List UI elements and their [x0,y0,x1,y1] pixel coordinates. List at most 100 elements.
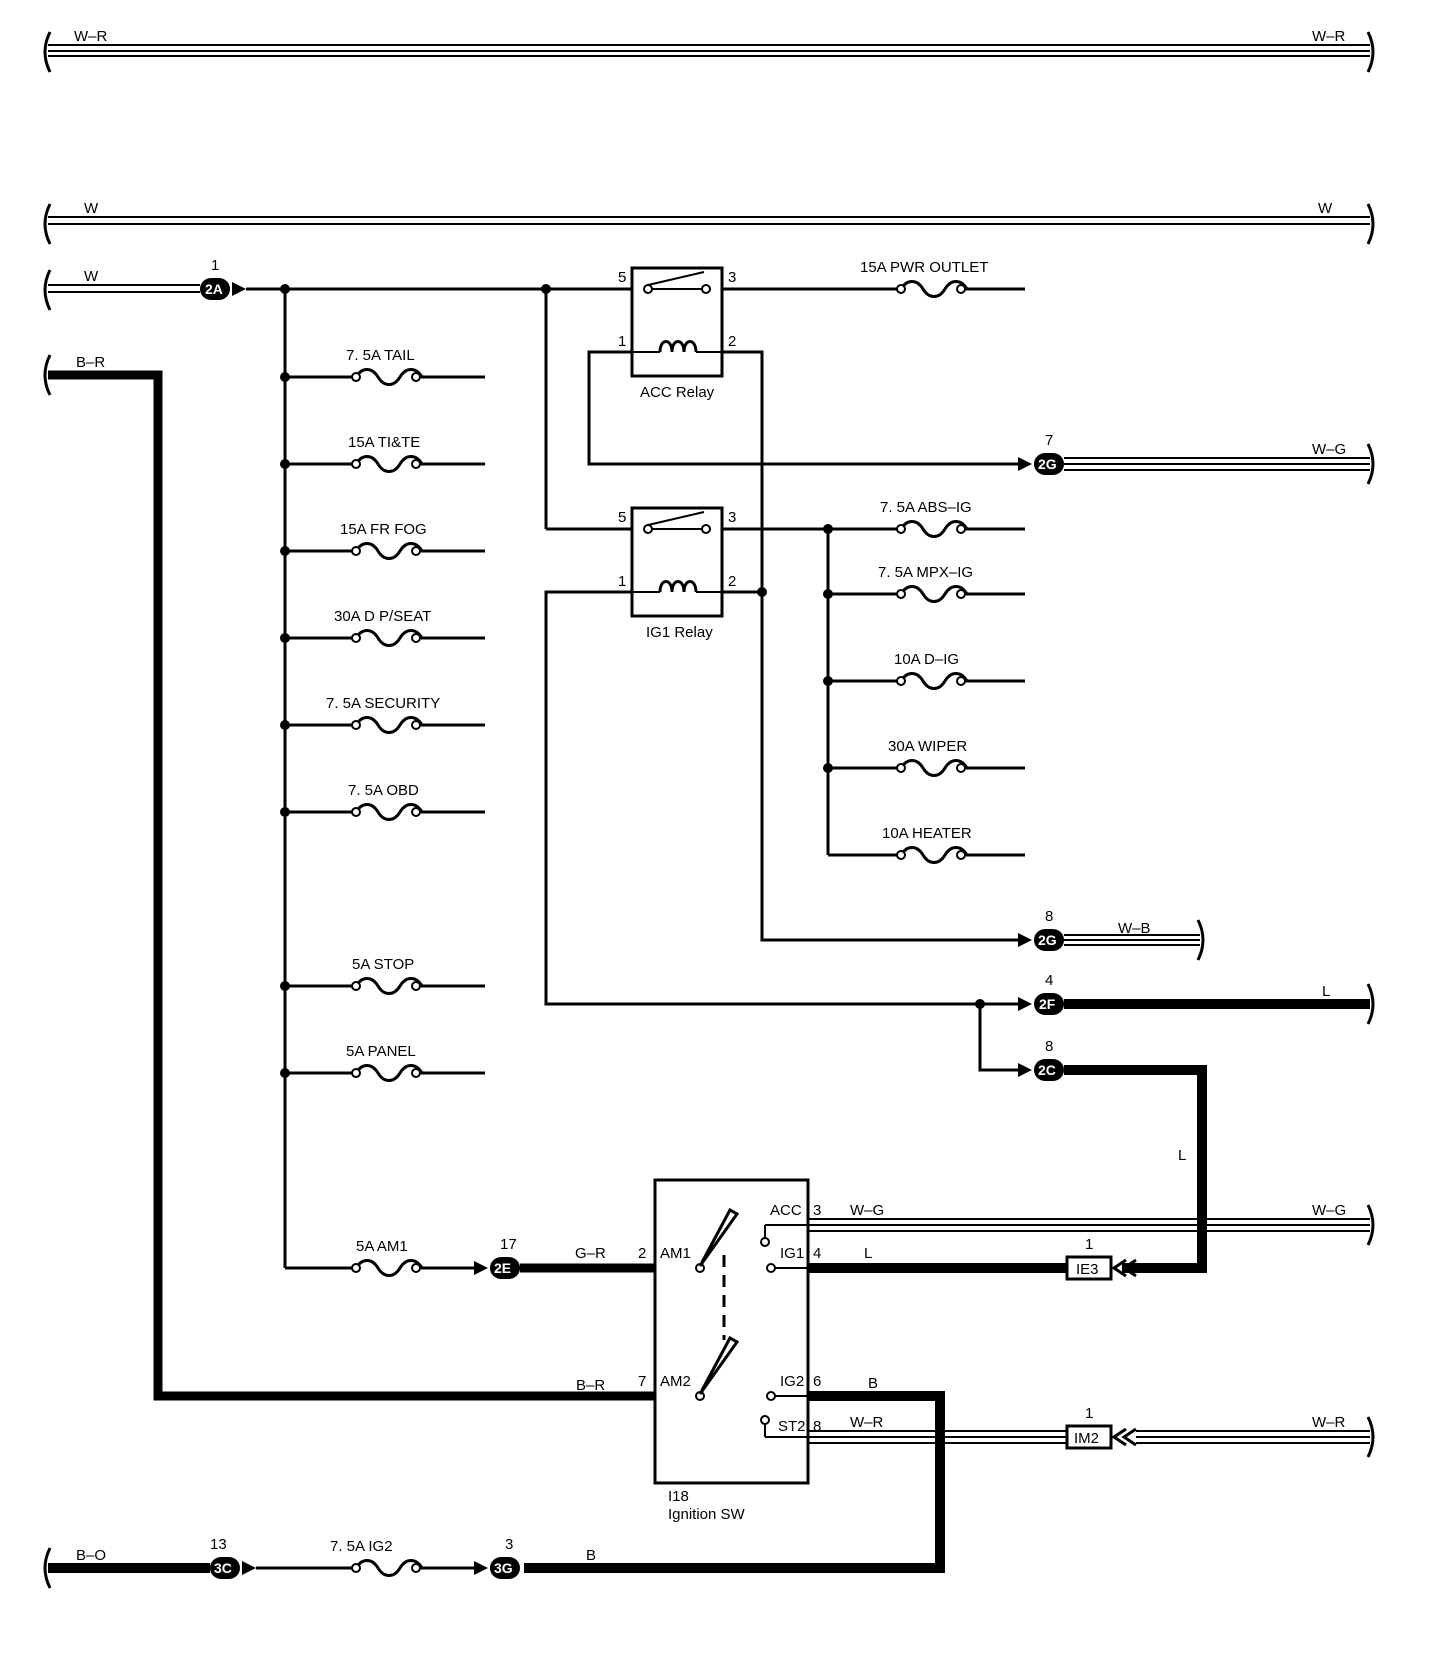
wire-color-label: B–R [76,354,105,371]
ignition-terminal-pin: 2 [638,1245,646,1262]
wire-color-label: W–R [1312,28,1346,45]
wire-color-label: B–R [576,1377,605,1394]
bus-w-main: W W [43,200,1375,245]
connector-pin: 1 [1085,1236,1093,1253]
connector-pin: 1 [1085,1405,1093,1422]
connector-pin: 4 [1045,972,1053,989]
fuse-label: 7. 5A ABS–IG [880,499,972,516]
connector-pin: 13 [210,1536,227,1553]
wire-color-label: B [586,1547,596,1564]
wire-acc-coil-2 [722,350,1020,942]
fuse-abs-ig: 7. 5A ABS–IG [823,499,1025,538]
ignition-terminal-name: ACC [770,1202,802,1219]
ignition-terminal-pin: 8 [813,1418,821,1435]
relay-pin: 5 [618,269,626,286]
ignition-terminal-pin: 3 [813,1202,821,1219]
fuse-label: 30A WIPER [888,738,967,755]
connector-label: 3G [494,1560,513,1576]
ig1-relay: 5 3 1 2 IG1 Relay [618,506,736,641]
ignition-terminal-pin: 4 [813,1245,821,1262]
relay-pin: 1 [618,573,626,590]
connector-label: 3C [214,1560,232,1576]
fuse-obd: 7. 5A OBD [280,782,485,821]
wire-acc-wg: W–G W–G [808,1202,1375,1246]
fuse-ig2: 7. 5A IG2 [256,1538,474,1577]
relay-pin: 3 [728,269,736,286]
wire-w-feed: W [43,268,200,311]
connector-pin: 17 [500,1236,517,1253]
wire-st2-wr: W–R [808,1414,1067,1444]
connector-2G-8: 2G 8 W–B [1018,908,1205,961]
wire-color-label: G–R [575,1245,606,1262]
ignition-terminal-name: AM1 [660,1245,691,1262]
wire-bo: B–O [43,1547,210,1589]
relay-pin: 1 [618,333,626,350]
connector-2G-7: 2G 7 W–G [1018,432,1375,485]
fuse-wiper: 30A WIPER [823,738,1025,777]
fuse-tail: 7. 5A TAIL [280,347,485,386]
fuse-label: 10A HEATER [882,825,972,842]
fuse-label: 7. 5A TAIL [346,347,415,364]
connector-label: IE3 [1076,1261,1099,1278]
wire-color-label: W–G [850,1202,884,1219]
connector-label: 2E [494,1260,511,1276]
fuse-pwr-outlet: 15A PWR OUTLET [722,259,1025,298]
ignition-terminal-name: AM2 [660,1373,691,1390]
fuse-label: 7. 5A IG2 [330,1538,393,1555]
connector-label: 2C [1038,1062,1056,1078]
ignition-terminal-name: ST2 [778,1418,806,1435]
wire-color-label: W–R [74,28,108,45]
fuse-label: 7. 5A OBD [348,782,419,799]
ignition-terminal-pin: 7 [638,1373,646,1390]
relay-pin: 5 [618,509,626,526]
connector-label: 2F [1039,996,1056,1012]
wire-color-label: W–G [1312,441,1346,458]
ignition-ref: I18 [668,1488,689,1505]
fuse-tite: 15A TI&TE [280,434,485,473]
fuse-label: 30A D P/SEAT [334,608,431,625]
ignition-terminal-name: IG2 [780,1373,804,1390]
connector-pin: 3 [505,1536,513,1553]
wire-l-loop [1064,1065,1207,1273]
connector-pin: 8 [1045,1038,1053,1055]
wire-ig2-b [524,1391,945,1573]
connector-pin: 7 [1045,432,1053,449]
wire-acc-coil-1 [587,350,1020,466]
ignition-terminal-name: IG1 [780,1245,804,1262]
connector-2C: 2C 8 [1018,1038,1064,1081]
relay-name: IG1 Relay [646,624,713,641]
ignition-terminal-pin: 6 [813,1373,821,1390]
connector-label: 2A [205,281,223,297]
connector-label: IM2 [1074,1430,1099,1447]
fuse-label: 5A AM1 [356,1238,408,1255]
connector-pin: 1 [211,257,219,274]
wire-color-label: L [1322,983,1330,1000]
junction-dot [757,587,767,597]
fuse-am1: 5A AM1 [285,1238,474,1277]
connector-IM2: IM2 1 W–R [1065,1405,1375,1458]
fuse-dpseat: 30A D P/SEAT [280,608,485,647]
ignition-switch: 2 AM1 7 AM2 ACC 3 IG1 4 IG2 6 ST2 8 I18 … [638,1178,821,1523]
connector-2E: 2E 17 [474,1236,520,1279]
wire-2c-branch [978,1004,1020,1072]
connector-2F: 2F 4 L [1018,972,1375,1025]
fuse-panel: 5A PANEL [280,1043,485,1082]
fuse-d-ig: 10A D–IG [823,651,1025,690]
connector-pin: 8 [1045,908,1053,925]
fuse-label: 7. 5A SECURITY [326,695,440,712]
bus-wr-top: W–R W–R [43,28,1375,73]
wire-color-label: B [868,1375,878,1392]
fuse-label: 15A PWR OUTLET [860,259,988,276]
connector-label: 2G [1038,456,1057,472]
wire-color-label: W–R [1312,1414,1346,1431]
connector-3C: 3C 13 [210,1536,256,1579]
connector-3G: 3G 3 [474,1536,520,1579]
relay-pin: 2 [728,573,736,590]
wire-br-feed: B–R B–R [43,354,655,1401]
fuse-label: 15A TI&TE [348,434,420,451]
fuse-label: 10A D–IG [894,651,959,668]
fuse-label: 5A STOP [352,956,414,973]
fuse-stop: 5A STOP [280,956,485,995]
fuse-label: 5A PANEL [346,1043,416,1060]
